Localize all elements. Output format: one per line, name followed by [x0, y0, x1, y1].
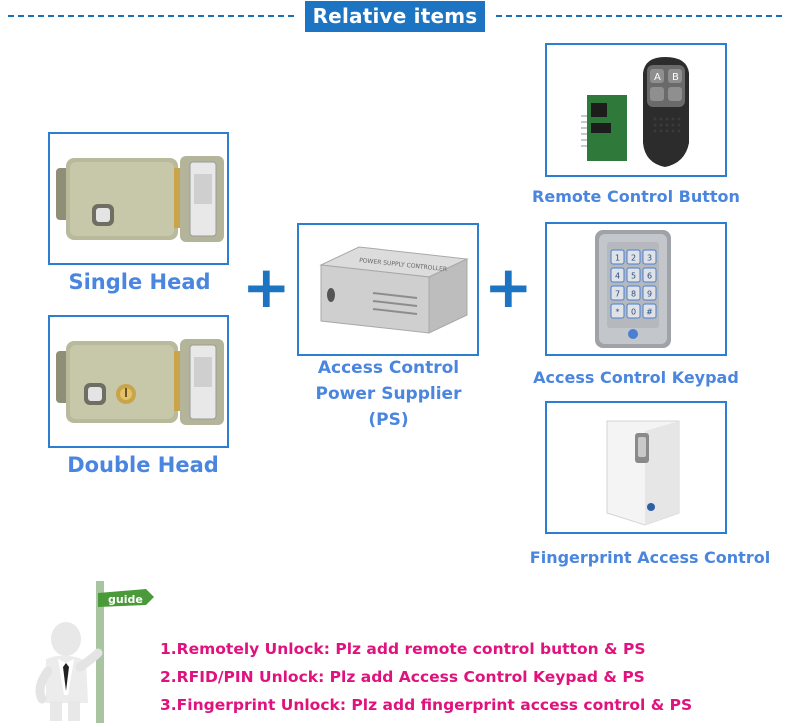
power-supplier-label-line1: Access Control	[317, 358, 460, 378]
single-head-label: Single Head	[68, 270, 211, 294]
keypad-image: 1 2 3 4 5 6 7 8 9 * 0 #	[545, 222, 727, 356]
keypad-key-label: 7	[615, 290, 620, 299]
plus-icon-left: +	[242, 253, 291, 321]
fingerprint-image	[545, 401, 727, 534]
keypad-key	[610, 303, 625, 319]
keypad-key	[626, 285, 641, 301]
keypad-key	[626, 267, 641, 283]
guide-line-3: 3.Fingerprint Unlock: Plz add fingerprin…	[160, 696, 693, 714]
remote-key-b: B	[672, 72, 679, 83]
keypad-label: Access Control Keypad	[533, 368, 739, 387]
remote-key-a: A	[654, 72, 661, 83]
keypad-key	[626, 303, 641, 319]
keypad-key-label: 0	[631, 308, 636, 317]
guide-sign-text: guide	[108, 593, 143, 606]
header-divider-left	[8, 15, 294, 17]
keypad-key	[642, 285, 657, 301]
single-head-lock-image	[48, 132, 229, 265]
power-supplier-label-line2: Power Supplier	[315, 384, 462, 404]
guide-line-2: 2.RFID/PIN Unlock: Plz add Access Contro…	[160, 668, 645, 686]
keypad-key-label: 8	[631, 290, 636, 299]
keypad-key-label: 6	[647, 272, 652, 281]
remote-control-image: A B	[545, 43, 727, 177]
keypad-key	[610, 249, 625, 265]
keypad-key	[642, 267, 657, 283]
double-head-lock-image	[48, 315, 229, 448]
keypad-key	[642, 303, 657, 319]
guide-figure: guide	[28, 575, 158, 725]
double-head-label: Double Head	[67, 453, 219, 477]
keypad-key-label: 1	[615, 254, 620, 263]
keypad-key-label: 2	[631, 254, 636, 263]
power-supplier-image: POWER SUPPLY CONTROLLER	[297, 223, 479, 356]
keypad-key-label: 9	[647, 290, 652, 299]
guide-line-1: 1.Remotely Unlock: Plz add remote contro…	[160, 640, 646, 658]
keypad-key	[626, 249, 641, 265]
keypad-key-label: 5	[631, 272, 636, 281]
keypad-key-label: *	[616, 308, 620, 317]
keypad-key-label: #	[646, 308, 653, 317]
plus-icon-right: +	[484, 253, 533, 321]
keypad-key	[610, 285, 625, 301]
header-divider-right	[496, 15, 782, 17]
remote-control-label: Remote Control Button	[532, 187, 740, 206]
keypad-key	[642, 249, 657, 265]
section-title: Relative items	[305, 1, 485, 32]
keypad-key-label: 3	[647, 254, 652, 263]
keypad-key-label: 4	[615, 272, 620, 281]
fingerprint-label: Fingerprint Access Control	[529, 548, 771, 567]
power-supplier-label-line3: (PS)	[368, 410, 409, 430]
keypad-key	[610, 267, 625, 283]
